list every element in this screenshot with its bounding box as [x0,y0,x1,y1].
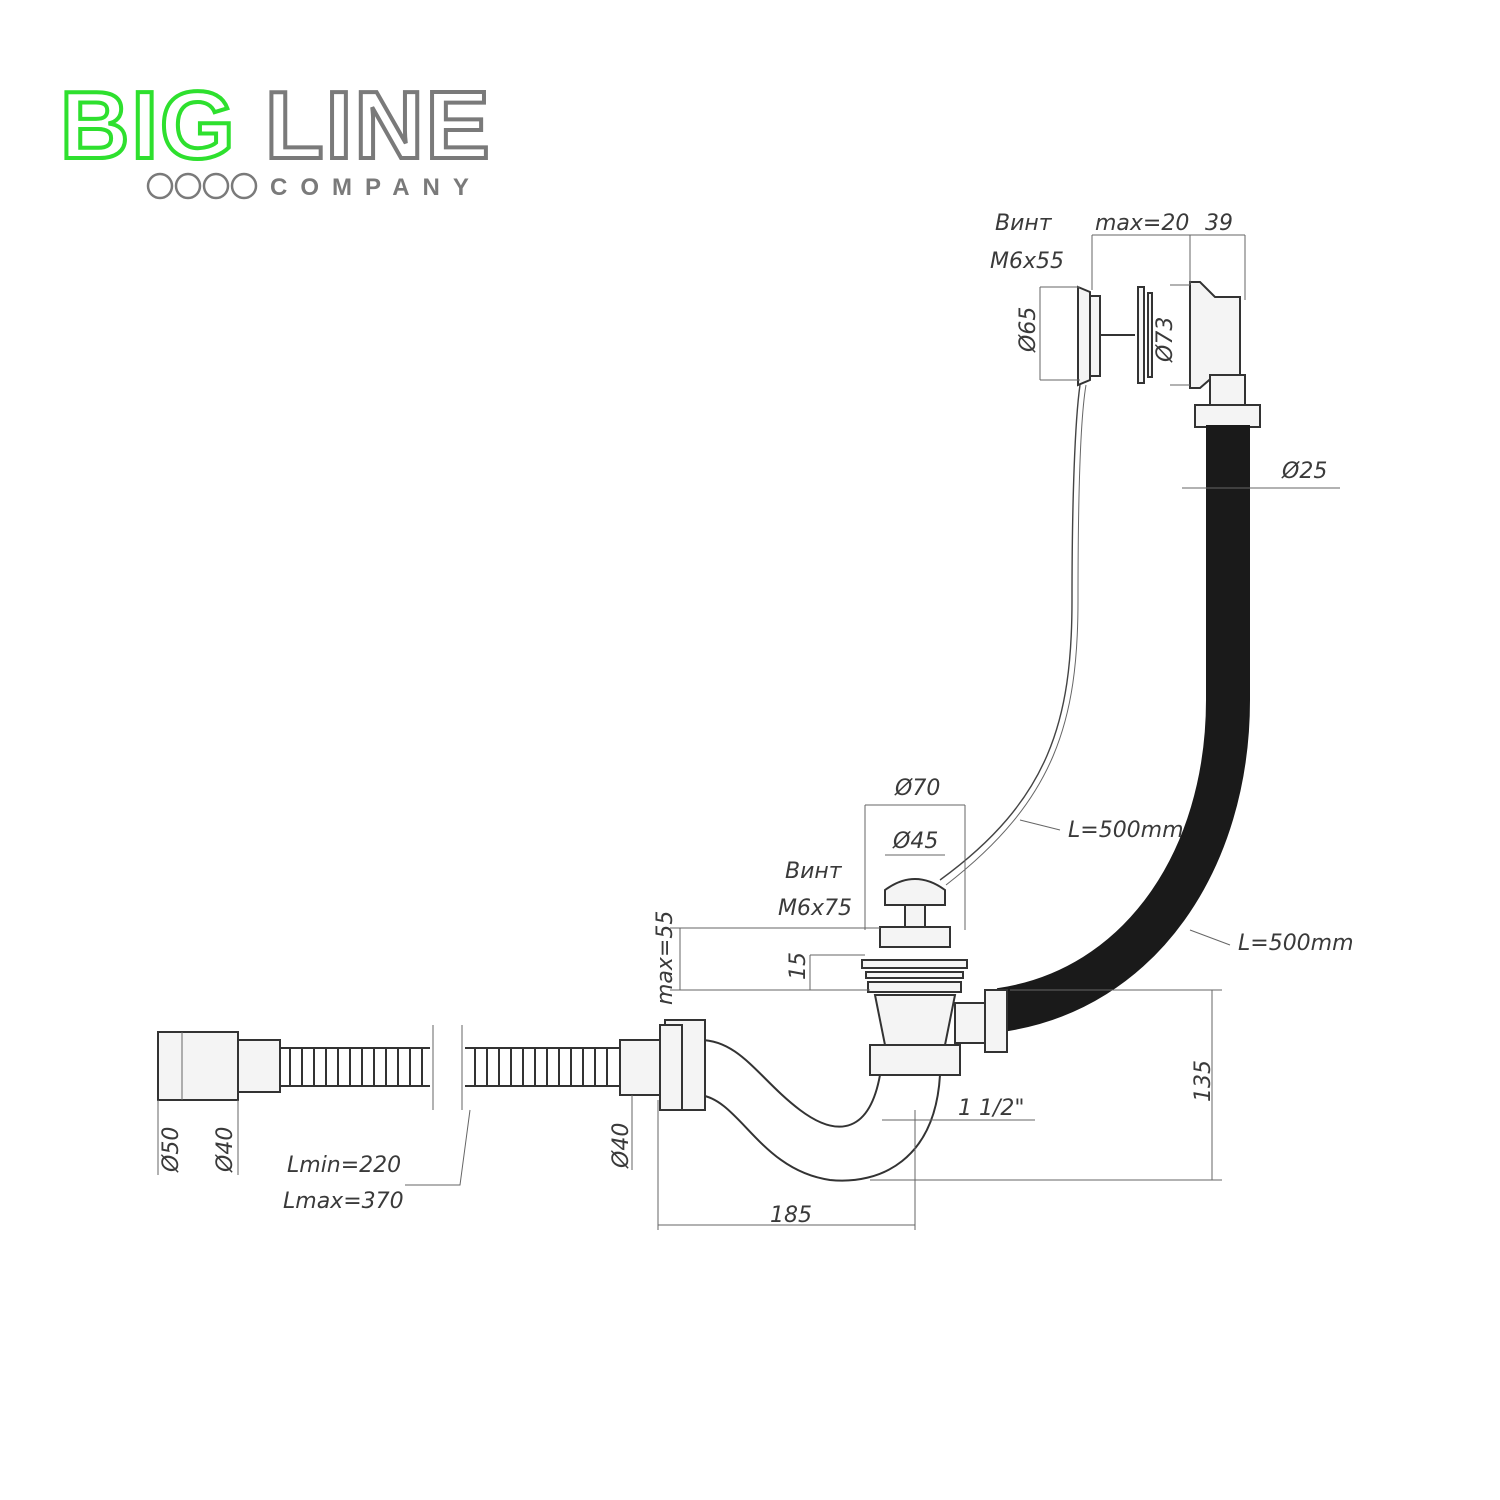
logo-tagline: COMPANY [270,174,482,201]
label-d25: Ø25 [1281,459,1327,484]
label-d65: Ø65 [1016,307,1041,353]
label-max20: max=20 [1095,211,1189,236]
label-39: 39 [1205,211,1233,236]
drain-body [873,994,957,1046]
drain-plug-stem [904,904,926,928]
logo-text-big: BIG [60,80,237,179]
overflow-gasket [1137,286,1145,384]
drain-assembly [861,878,1008,1076]
dimension-lines [157,234,1340,1230]
label-max55: max=55 [653,911,678,1005]
label-d73: Ø73 [1153,317,1178,363]
overflow-hose [996,425,1250,1032]
drain-collar [879,926,951,948]
label-d50: Ø50 [159,1127,184,1173]
label-screw-top: Винт [995,211,1053,236]
drain-flange-3 [867,981,962,993]
overflow-cap [1077,285,1091,387]
siphon-trap [699,1039,942,1182]
overflow-body [1189,281,1241,389]
overflow-nut [1194,404,1261,428]
label-15: 15 [786,952,811,980]
drain-plug [884,878,946,906]
hose-end-cap [157,1031,239,1101]
label-d45: Ø45 [892,829,938,854]
logo-text-line: LINE [265,80,492,179]
logo-wordmark: BIG LINE [60,80,492,181]
hose-nut [984,989,1008,1053]
label-thread: 1 1/2" [958,1096,1025,1121]
drain-flange [861,959,968,969]
pull-cable [939,384,1081,881]
drain-side-port [954,1002,986,1044]
label-screw-bottom-size: M6x75 [778,896,852,921]
label-d40-right: Ø40 [609,1123,634,1169]
label-screw-bottom: Винт [785,859,843,884]
label-lmax: Lmax=370 [283,1189,404,1214]
label-screw-top-size: M6x55 [990,249,1064,274]
siphon-outlet-nut [659,1024,683,1111]
label-cable-length: L=500mm [1068,818,1184,843]
label-hose-length: L=500mm [1238,931,1354,956]
hose-corrugation-right [465,1047,620,1087]
hose-connector [619,1039,661,1096]
pull-cable-2 [945,384,1087,886]
hose-reducer [237,1039,281,1093]
overflow-elbow [1209,374,1246,406]
label-135: 135 [1191,1060,1216,1102]
logo-circles-icon [146,172,258,200]
label-lmin: Lmin=220 [287,1153,401,1178]
drain-nut [869,1044,961,1076]
overflow-assembly [939,281,1261,886]
overflow-cap-body [1089,295,1101,377]
label-185: 185 [770,1203,812,1228]
corrugated-hose [157,1025,661,1110]
label-d70: Ø70 [894,776,940,801]
bigline-logo: BIG LINE COMPANY [60,80,492,201]
label-d40-left: Ø40 [213,1127,238,1173]
drain-flange-2 [865,971,964,979]
overflow-gasket-2 [1147,292,1153,378]
dimension-labels: Винт M6x55 max=20 39 Ø65 Ø73 Ø25 Ø70 Ø45… [159,211,1354,1228]
hose-corrugation-left [280,1047,430,1087]
